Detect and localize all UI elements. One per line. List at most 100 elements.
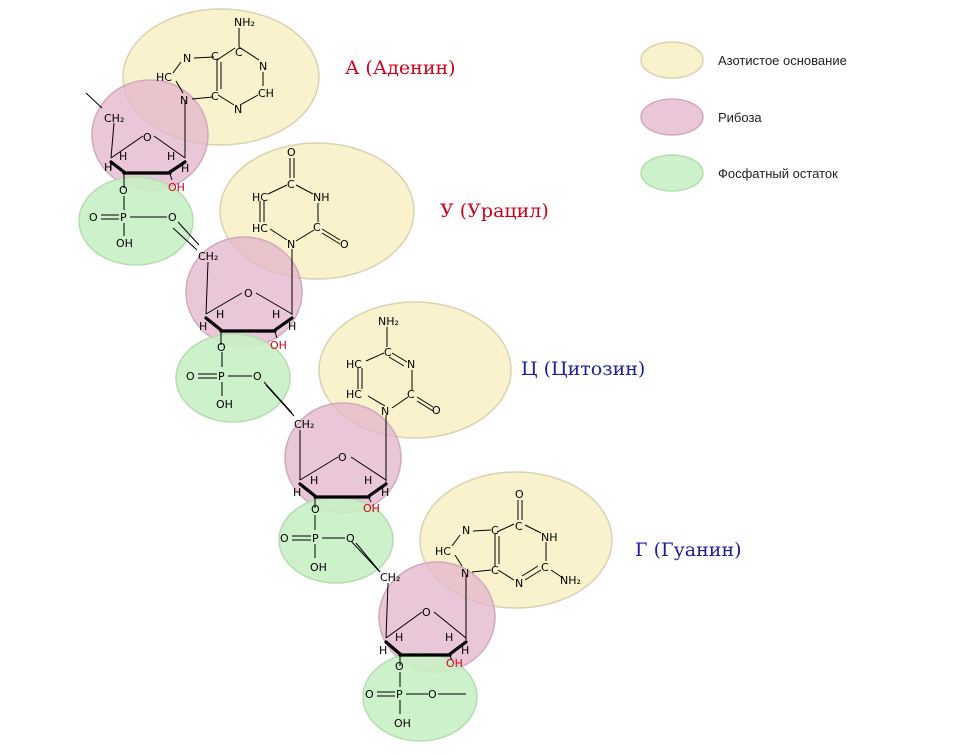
cytosine-hc6: HC [346,388,362,401]
ribose-3-bonds [265,384,388,508]
phosphate-4-bonds [377,672,466,714]
ribose-2-h3: H [272,308,280,321]
uracil-hc6: HC [252,222,268,235]
ribose-1-h2: H [119,150,127,163]
ribose-3: CH₂ O H H H H OH [265,384,389,515]
ribose-3-h2: H [310,474,318,487]
phosphate-1-p: P [120,211,127,224]
guanine-bonds [451,500,564,640]
cytosine-c2: C [407,388,415,401]
adenine-hc: HC [156,71,172,84]
phosphate-2-o-top: O [217,341,226,354]
adenine-molecule: NH₂ N N HC N N CH C C C [156,16,274,140]
ribose-4: CH₂ O H H H H OH [350,540,469,670]
phosphate-3: O O P O OH [280,503,381,574]
label-guanine: Г (Гуанин) [635,539,742,561]
phosphate-2-oh: OH [216,398,233,411]
phosphate-2: O O P O OH [186,341,293,414]
adenine-n-top: N [183,52,191,65]
cytosine-hc5: HC [346,358,362,371]
legend-swatch-base [640,41,704,79]
ribose-4-o: O [422,606,431,619]
phosphate-3-oh: OH [310,561,327,574]
adenine-n-bottom: N [234,103,242,116]
phosphate-3-bonds [292,515,381,573]
ribose-4-h3: H [445,631,453,644]
guanine-n9: N [461,567,469,580]
phosphate-1-highlight [78,176,194,266]
guanine-nh: NH [541,531,558,544]
guanine-n3: N [515,577,523,590]
ribose-3-h3: H [364,474,372,487]
ribose-4-h2: H [395,631,403,644]
legend-label-base: Азотистое основание [718,53,847,68]
ribose-1-oh: OH [168,181,185,194]
phosphate-4-o-top: O [395,660,404,673]
phosphate-1-o-left: O [89,211,98,224]
ribose-1-h4: H [181,162,189,175]
guanine-o: O [515,488,524,501]
ribose-2: CH₂ O H H H H OH [172,227,296,352]
adenine-c1: C [235,46,243,59]
cytosine-nh2: NH₂ [378,315,399,328]
ribose-2-oh: OH [270,339,287,352]
label-cytosine: Ц (Цитозин) [521,358,645,380]
adenine-c2: C [211,50,219,63]
legend-swatch-ribose [640,98,704,136]
ribose-1-bonds [85,92,187,188]
ribose-1: CH₂ O H H H H OH [85,92,189,194]
legend-item-ribose: Рибоза [640,98,762,136]
ribose-4-bonds [350,540,468,666]
ribose-4-oh: OH [446,657,463,670]
adenine-ch: CH [258,87,274,100]
guanine-n7: N [462,524,470,537]
guanine-molecule: O C NH N HC N C C C NH₂ N [435,488,581,640]
ribose-1-h1: H [104,161,112,174]
ribose-3-ch2: CH₂ [294,418,314,431]
phosphate-2-highlight [175,333,291,423]
adenine-nh2: NH₂ [234,16,255,29]
legend: Азотистое основание Рибоза Фосфатный ост… [640,41,847,192]
ribose-4-h4: H [461,644,469,657]
phosphate-4-o-right: O [428,688,437,701]
ribose-3-oh: OH [363,502,380,515]
uracil-nh: NH [313,191,330,204]
uracil-molecule: O C HC HC NH C O N [252,146,349,315]
ribose-4-h1: H [379,644,387,657]
guanine-c5: C [491,524,499,537]
phosphate-3-p: P [312,532,319,545]
uracil-hc5: HC [252,191,268,204]
phosphate-1-o-right: O [168,211,177,224]
ribose-2-h2: H [216,308,224,321]
ribose-2-h4: H [288,320,296,333]
cytosine-molecule: NH₂ C HC HC N C O N [346,315,441,482]
uracil-o-right: O [340,238,349,251]
base-labels: А (Аденин) У (Урацил) Ц (Цитозин) Г (Гуа… [345,57,742,561]
phosphate-4-highlight [362,652,478,742]
legend-item-base: Азотистое основание [640,41,847,79]
uracil-n1: N [287,238,295,251]
guanine-nh2: NH₂ [560,574,581,587]
phosphate-2-bonds [198,352,293,414]
ribose-2-bonds [172,227,294,345]
cytosine-highlight [318,301,512,439]
phosphate-2-o-left: O [186,370,195,383]
legend-swatch-phosphate [640,154,704,192]
legend-label-ribose: Рибоза [718,110,762,125]
ribose-1-h3: H [167,150,175,163]
phosphate-2-o-right: O [253,370,262,383]
label-adenine: А (Аденин) [345,57,456,79]
phosphate-4-oh: OH [394,717,411,730]
ribose-2-ch2: CH₂ [198,250,218,263]
uracil-c2: C [313,221,321,234]
uracil-bonds [259,158,341,315]
phosphate-3-o-top: O [311,503,320,516]
phosphate-2-p: P [218,370,225,383]
phosphate-3-o-right: O [346,532,355,545]
adenine-n-right: N [259,60,267,73]
guanine-c2: C [541,561,549,574]
ribose-1-o: O [143,131,152,144]
phosphate-1: O O P O OH [89,184,200,250]
ribose-2-o: O [244,287,253,300]
